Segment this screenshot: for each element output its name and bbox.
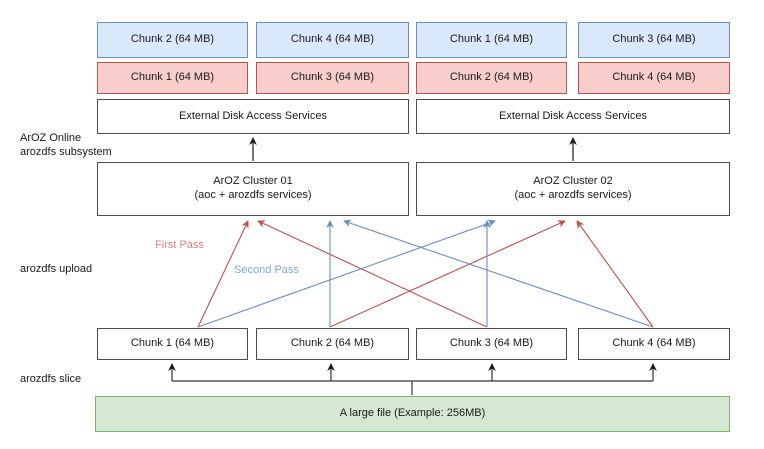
aroz-cluster-01-sub: (aoc + arozdfs services): [194, 189, 312, 201]
aroz-cluster-02-name: ArOZ Cluster 02: [533, 175, 613, 188]
stored-chunk-blue-2[interactable]: Chunk 4 (64 MB): [256, 22, 409, 58]
source-chunk-2[interactable]: Chunk 2 (64 MB): [256, 328, 409, 360]
stored-chunk-blue-3-label: Chunk 1 (64 MB): [449, 33, 534, 46]
side-label-subsystem: ArOZ Online arozdfs subsystem: [20, 132, 112, 159]
stored-chunk-red-4[interactable]: Chunk 4 (64 MB): [578, 62, 730, 94]
stored-chunk-blue-2-label: Chunk 4 (64 MB): [290, 33, 375, 46]
source-file-box[interactable]: A large file (Example: 256MB): [95, 396, 730, 432]
source-chunk-3-label: Chunk 3 (64 MB): [449, 337, 534, 350]
stored-chunk-blue-3[interactable]: Chunk 1 (64 MB): [416, 22, 567, 58]
source-chunk-1[interactable]: Chunk 1 (64 MB): [97, 328, 248, 360]
stored-chunk-blue-4[interactable]: Chunk 3 (64 MB): [578, 22, 730, 58]
source-chunk-4-label: Chunk 4 (64 MB): [612, 337, 696, 350]
stored-chunk-red-2[interactable]: Chunk 3 (64 MB): [256, 62, 409, 94]
slice-tree: [168, 363, 657, 395]
external-disk-access-services-2[interactable]: External Disk Access Services: [416, 99, 730, 134]
stored-chunk-red-3[interactable]: Chunk 2 (64 MB): [416, 62, 567, 94]
source-chunk-3[interactable]: Chunk 3 (64 MB): [416, 328, 567, 360]
second-pass-label: Second Pass: [234, 264, 299, 276]
source-chunk-4[interactable]: Chunk 4 (64 MB): [578, 328, 730, 360]
first-pass-chunk4-to-cluster02: [576, 220, 654, 328]
first-pass-label: First Pass: [155, 239, 204, 251]
stored-chunk-red-3-label: Chunk 2 (64 MB): [449, 71, 534, 84]
side-label-slice: arozdfs slice: [20, 373, 82, 385]
external-disk-access-services-1-label: External Disk Access Services: [179, 109, 327, 122]
stored-chunk-blue-4-label: Chunk 3 (64 MB): [612, 33, 696, 46]
second-pass-chunk4-to-cluster01: [343, 219, 654, 328]
aroz-cluster-01-name: ArOZ Cluster 01: [213, 175, 293, 188]
aroz-cluster-02-sub: (aoc + arozdfs services): [514, 189, 632, 201]
side-label-upload: arozdfs upload: [20, 263, 93, 275]
stored-chunk-red-1[interactable]: Chunk 1 (64 MB): [97, 62, 248, 94]
source-file-label: A large file (Example: 256MB): [339, 407, 486, 420]
source-chunk-2-label: Chunk 2 (64 MB): [290, 337, 375, 350]
stored-chunk-red-4-label: Chunk 4 (64 MB): [612, 71, 696, 84]
aroz-cluster-01[interactable]: ArOZ Cluster 01 (aoc + arozdfs services): [97, 162, 409, 216]
stored-chunk-red-2-label: Chunk 3 (64 MB): [290, 71, 375, 84]
stored-chunk-red-1-label: Chunk 1 (64 MB): [130, 71, 215, 84]
stored-chunk-blue-1[interactable]: Chunk 2 (64 MB): [97, 22, 248, 58]
source-chunk-1-label: Chunk 1 (64 MB): [130, 337, 215, 350]
external-disk-access-services-2-label: External Disk Access Services: [499, 109, 647, 122]
first-pass-chunk2-to-cluster02: [329, 220, 566, 328]
stored-chunk-blue-1-label: Chunk 2 (64 MB): [130, 33, 215, 46]
external-disk-access-services-1[interactable]: External Disk Access Services: [97, 99, 409, 134]
aroz-cluster-02[interactable]: ArOZ Cluster 02 (aoc + arozdfs services): [416, 162, 730, 216]
